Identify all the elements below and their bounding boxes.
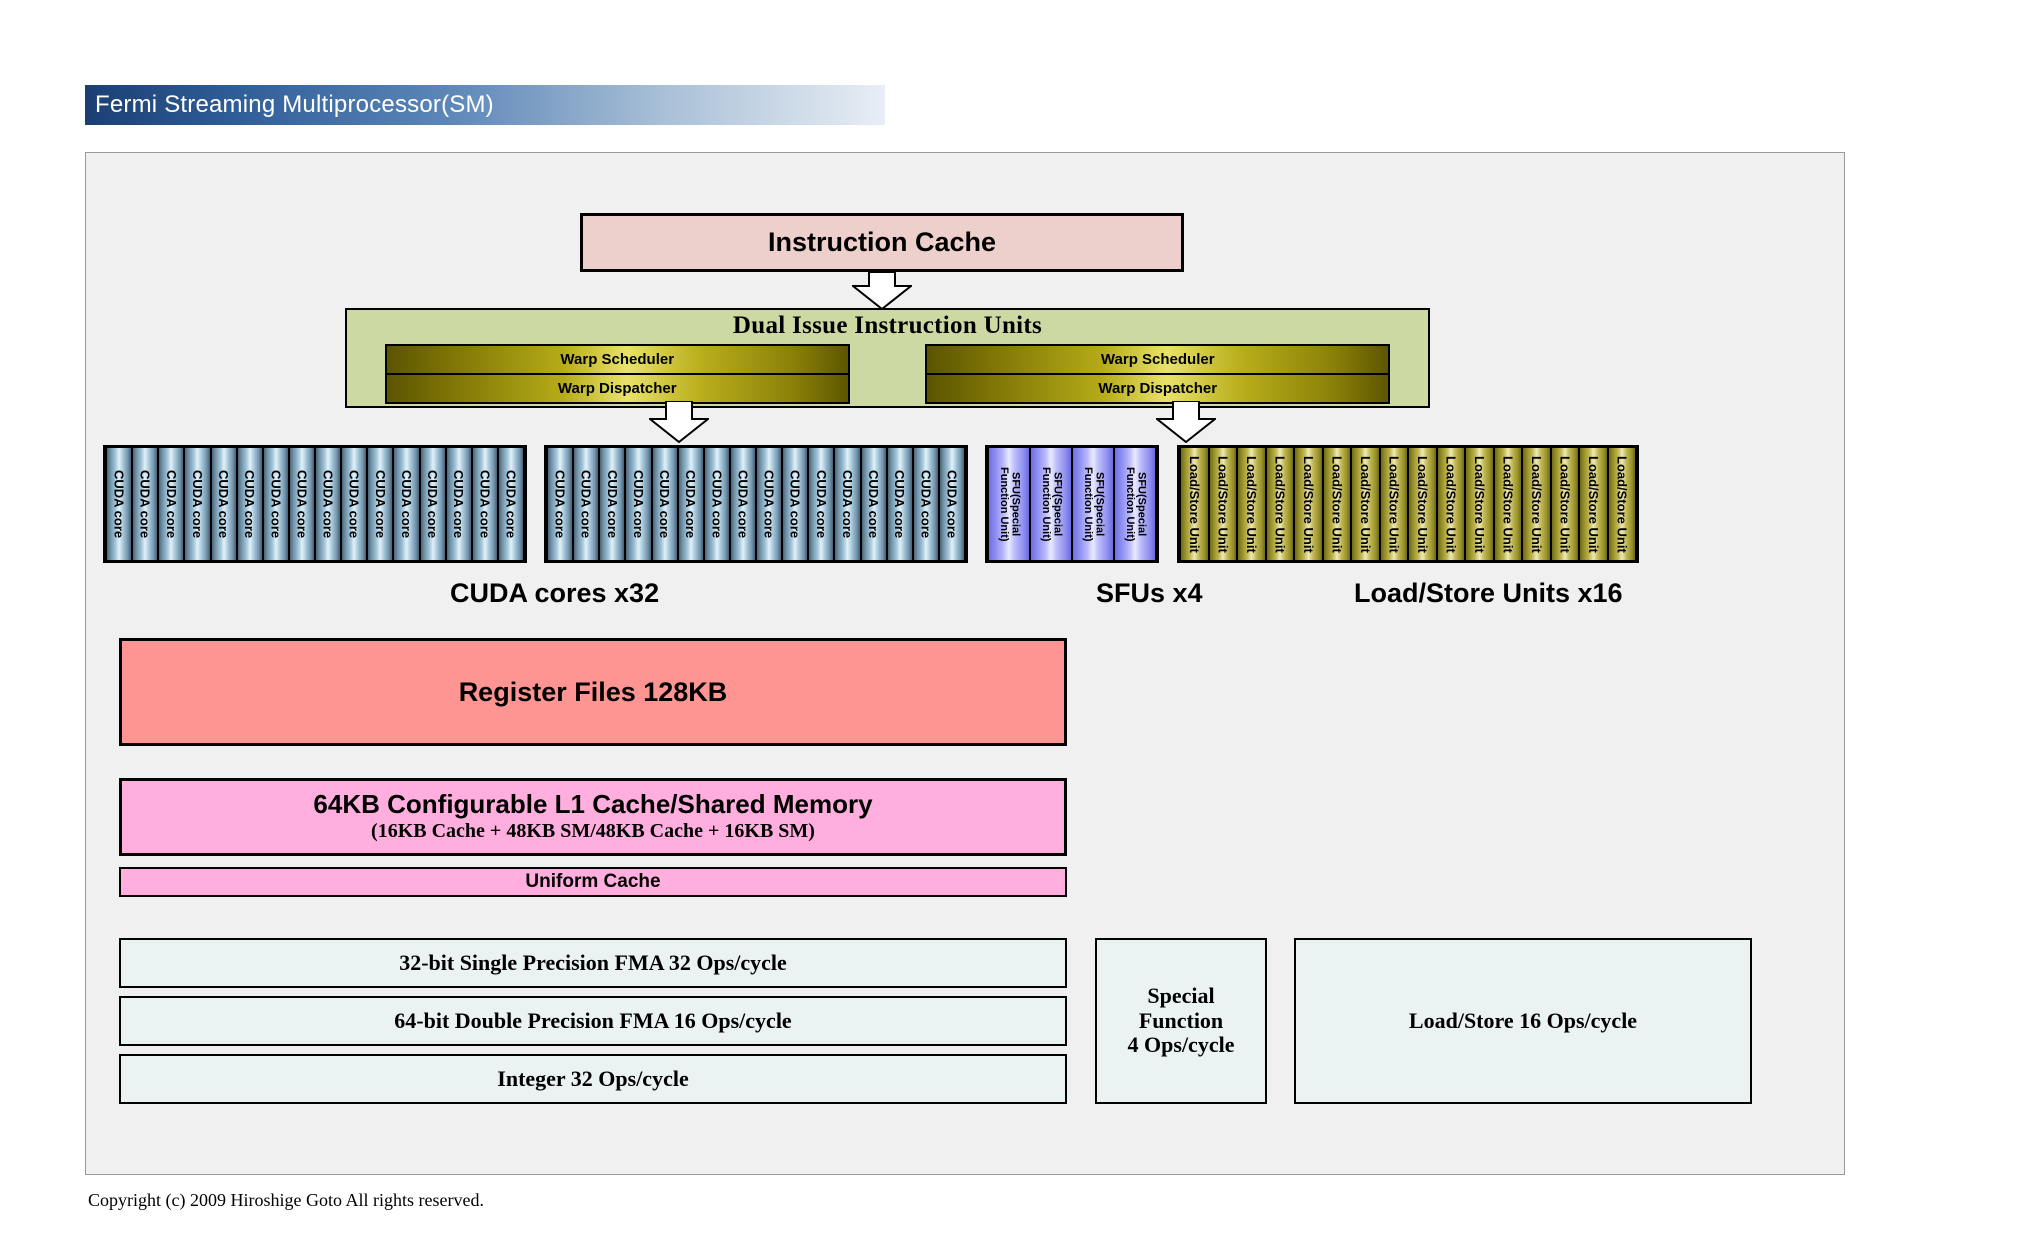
cuda-core-8: CUDA core <box>757 448 782 560</box>
throughput-load-store-label: Load/Store 16 Ops/cycle <box>1408 1007 1638 1033</box>
throughput-fma32-label: 32-bit Single Precision FMA 32 Ops/cycle <box>399 949 787 975</box>
load-store-unit-11: Load/Store Unit <box>1494 448 1521 560</box>
page-title: Fermi Streaming Multiprocessor(SM) <box>95 91 494 118</box>
load-store-unit-10: Load/Store Unit <box>1466 448 1493 560</box>
cuda-core-15: CUDA core <box>939 448 964 560</box>
load-store-unit-12: Load/Store Unit <box>1523 448 1550 560</box>
load-store-unit-4: Load/Store Unit <box>1295 448 1322 560</box>
load-store-unit-13: Load/Store Unit <box>1551 448 1578 560</box>
warp-scheduler-1: Warp Scheduler <box>927 346 1389 373</box>
uniform-cache-label: Uniform Cache <box>525 871 661 892</box>
cuda-core-13: CUDA core <box>887 448 912 560</box>
register-files-box: Register Files 128KB <box>119 638 1067 746</box>
instruction-cache-box: Instruction Cache <box>580 213 1184 272</box>
cuda-core-15: CUDA core <box>498 448 523 560</box>
cuda-core-9: CUDA core <box>342 448 367 560</box>
cuda-core-10: CUDA core <box>368 448 393 560</box>
warp-dispatcher-1: Warp Dispatcher <box>927 373 1389 402</box>
cuda-core-9: CUDA core <box>783 448 808 560</box>
throughput-integer-label: Integer 32 Ops/cycle <box>497 1065 689 1091</box>
throughput-special-function-label: Special Function 4 Ops/cycle <box>1127 983 1235 1058</box>
cuda-core-1: CUDA core <box>574 448 599 560</box>
throughput-special-function-box: Special Function 4 Ops/cycle <box>1095 938 1267 1104</box>
cuda-core-4: CUDA core <box>211 448 236 560</box>
cuda-core-8: CUDA core <box>316 448 341 560</box>
load-store-unit-5: Load/Store Unit <box>1323 448 1350 560</box>
l1-cache-sublabel: (16KB Cache + 48KB SM/48KB Cache + 16KB … <box>371 819 815 842</box>
register-files-label: Register Files 128KB <box>458 676 728 707</box>
load-store-unit-8: Load/Store Unit <box>1409 448 1436 560</box>
cuda-core-1: CUDA core <box>133 448 158 560</box>
cuda-core-3: CUDA core <box>626 448 651 560</box>
warp-dispatcher-0: Warp Dispatcher <box>386 373 848 402</box>
instruction-cache-label: Instruction Cache <box>767 227 997 257</box>
warp-group-1: Warp Scheduler Warp Dispatcher <box>925 344 1391 404</box>
throughput-fma64-box: 64-bit Double Precision FMA 16 Ops/cycle <box>119 996 1067 1046</box>
load-store-unit-3: Load/Store Unit <box>1266 448 1293 560</box>
cuda-core-3: CUDA core <box>185 448 210 560</box>
cuda-core-5: CUDA core <box>678 448 703 560</box>
throughput-integer-box: Integer 32 Ops/cycle <box>119 1054 1067 1104</box>
cuda-core-7: CUDA core <box>730 448 755 560</box>
cuda-core-13: CUDA core <box>446 448 471 560</box>
cuda-core-12: CUDA core <box>420 448 445 560</box>
copyright-notice: Copyright (c) 2009 Hiroshige Goto All ri… <box>88 1190 484 1210</box>
caption-sfus: SFUs x4 <box>1096 578 1203 608</box>
load-store-unit-9: Load/Store Unit <box>1437 448 1464 560</box>
cuda-core-2: CUDA core <box>600 448 625 560</box>
arrow-instruction-cache-to-dual-issue <box>852 272 912 310</box>
cuda-core-0: CUDA core <box>548 448 573 560</box>
dual-issue-title: Dual Issue Instruction Units <box>732 312 1043 339</box>
throughput-fma64-label: 64-bit Double Precision FMA 16 Ops/cycle <box>394 1007 792 1033</box>
cuda-core-0: CUDA core <box>107 448 132 560</box>
warp-group-0: Warp Scheduler Warp Dispatcher <box>384 344 850 404</box>
warp-scheduler-0: Warp Scheduler <box>386 346 848 373</box>
cuda-core-11: CUDA core <box>394 448 419 560</box>
cuda-core-7: CUDA core <box>289 448 314 560</box>
cuda-core-10: CUDA core <box>809 448 834 560</box>
load-store-unit-15: Load/Store Unit <box>1608 448 1635 560</box>
cuda-core-12: CUDA core <box>861 448 886 560</box>
cuda-core-14: CUDA core <box>913 448 938 560</box>
throughput-load-store-box: Load/Store 16 Ops/cycle <box>1294 938 1752 1104</box>
l1-cache-label: 64KB Configurable L1 Cache/Shared Memory <box>313 789 873 820</box>
throughput-fma32-box: 32-bit Single Precision FMA 32 Ops/cycle <box>119 938 1067 988</box>
cuda-core-5: CUDA core <box>237 448 262 560</box>
cuda-core-11: CUDA core <box>835 448 860 560</box>
caption-load-store-units: Load/Store Units x16 <box>1354 578 1623 608</box>
load-store-unit-2: Load/Store Unit <box>1238 448 1265 560</box>
caption-cuda-cores: CUDA cores x32 <box>450 578 660 608</box>
cuda-core-6: CUDA core <box>704 448 729 560</box>
diagram-title-bar: Fermi Streaming Multiprocessor(SM) <box>85 85 885 125</box>
arrow-dispatcher-1-to-execution-units <box>1156 401 1216 443</box>
load-store-unit-6: Load/Store Unit <box>1352 448 1379 560</box>
arrow-dispatcher-0-to-cuda-cores <box>649 401 709 443</box>
uniform-cache-box: Uniform Cache <box>119 867 1067 897</box>
cuda-core-6: CUDA core <box>263 448 288 560</box>
dual-issue-instruction-units-box: Dual Issue Instruction Units Warp Schedu… <box>345 308 1430 408</box>
load-store-unit-0: Load/Store Unit <box>1181 448 1208 560</box>
l1-cache-box: 64KB Configurable L1 Cache/Shared Memory… <box>119 778 1067 856</box>
load-store-unit-14: Load/Store Unit <box>1580 448 1607 560</box>
cuda-core-4: CUDA core <box>652 448 677 560</box>
cuda-core-2: CUDA core <box>159 448 184 560</box>
cuda-core-14: CUDA core <box>472 448 497 560</box>
load-store-unit-1: Load/Store Unit <box>1209 448 1236 560</box>
diagram-frame: Instruction Cache Dual Issue Instruction… <box>85 152 1845 1175</box>
load-store-unit-7: Load/Store Unit <box>1380 448 1407 560</box>
